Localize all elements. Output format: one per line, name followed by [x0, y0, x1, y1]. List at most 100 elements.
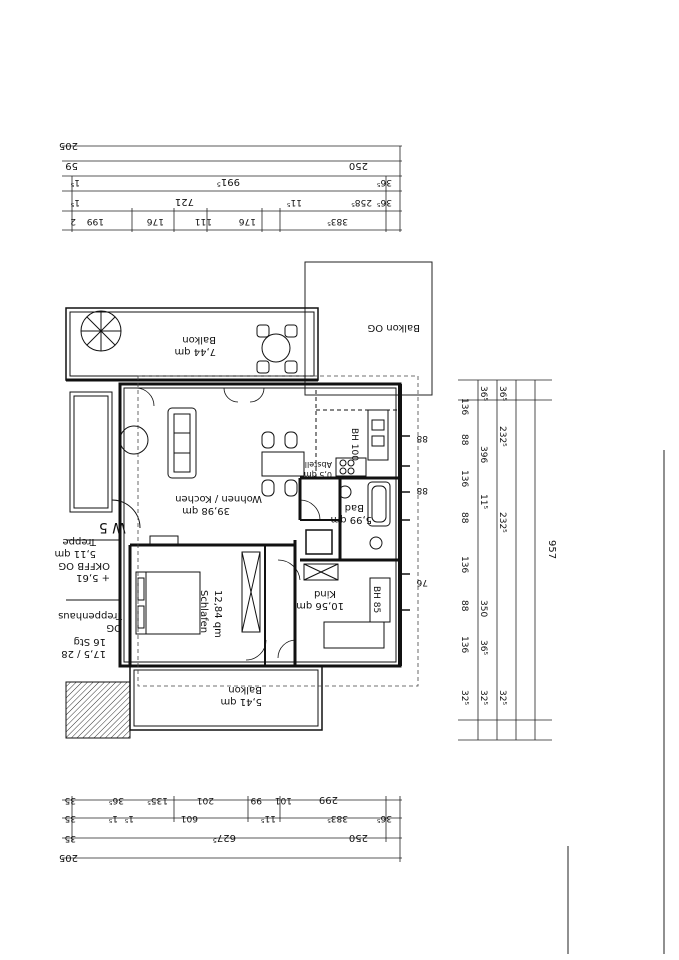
dim-right-col4-957: 957 [546, 540, 557, 560]
label-wohnen-area: 39,98 qm [182, 505, 230, 516]
dim-bottom-601: 601 [180, 813, 198, 823]
dim-bottom-115: 11⁵ [260, 813, 276, 823]
dim-top-15-a: 1⁵ [70, 177, 80, 187]
dim-top-2585: 258⁵ [351, 197, 372, 207]
dim-right-col1-136b: 136 [459, 470, 469, 488]
label-unit-w5: W 5 [98, 519, 126, 535]
dim-top-176-a: 176 [238, 216, 256, 226]
dim-right-col3-2325a: 232⁵ [497, 426, 507, 447]
dim-top-9915: 991⁵ [216, 176, 240, 187]
stairwell [66, 391, 141, 601]
dim-top-365-b: 36⁵ [376, 197, 392, 207]
top-balcony [65, 307, 319, 382]
dim-bottom-15-a: 1⁵ [124, 813, 134, 823]
dim-bottom-3835: 383⁵ [327, 813, 348, 823]
bed-icon [135, 571, 201, 635]
label-kind-area: 10,56 qm [296, 600, 344, 611]
dim-top-721: 721 [174, 196, 194, 207]
label-bh-100: BH 100 [349, 428, 359, 461]
label-opening-76: 76 [416, 577, 428, 587]
upper-floor-outline [137, 375, 419, 687]
dim-top-176-b: 176 [146, 216, 164, 226]
dim-bottom-15-b: 1⁵ [108, 813, 118, 823]
label-stair-ratio: 17,5 / 28 [61, 648, 106, 659]
dim-bottom-365-b: 36⁵ [376, 813, 392, 823]
kind-furniture [303, 563, 391, 649]
dim-bottom-99: 99 [250, 795, 262, 805]
label-abstell: Abstell [304, 460, 332, 469]
label-treppe-area: 5,11 qm [54, 548, 96, 559]
dim-right-col1-88a: 88 [459, 434, 469, 446]
dim-top-3835: 383⁵ [327, 216, 348, 226]
label-wohnen: Wohnen / Kochen [175, 493, 262, 504]
dim-bottom-205: 205 [58, 852, 78, 863]
label-stair-info: 16 Stg [73, 636, 106, 647]
bottom-balcony [129, 665, 323, 731]
label-bad-area: 5,99 qm [330, 514, 372, 525]
dim-bottom-6275: 627⁵ [212, 832, 236, 843]
parasol-icon [80, 310, 122, 352]
label-balkon-bottom: Balkon [228, 684, 262, 695]
dim-right-col1-325: 32⁵ [459, 690, 469, 706]
dim-bottom-250: 250 [348, 832, 368, 843]
dim-right-col1-136c: 136 [459, 556, 469, 574]
dining-table-icon [261, 431, 305, 497]
dim-top-59: 59 [65, 160, 78, 171]
dim-right-col2-350: 350 [478, 600, 488, 618]
dim-right-col2-365a: 36⁵ [478, 386, 488, 402]
dim-top-115: 11⁵ [286, 197, 302, 207]
kitchen-counter [335, 409, 389, 477]
label-treppenhaus-sub: OG [106, 622, 122, 633]
label-schlafen-area: 12,84 qm [212, 590, 223, 638]
right-dimension-chain [458, 379, 552, 741]
dim-right-col1-88b: 88 [459, 512, 469, 524]
label-balkon-top: Balkon [182, 334, 216, 345]
dim-bottom-35-a: 35 [64, 795, 76, 805]
toilet-icon [369, 536, 383, 550]
balkon-og-outline [304, 261, 433, 396]
coffee-table-icon [119, 425, 149, 455]
label-opening-88-b: 88 [416, 485, 428, 495]
label-okffb: OKFFB OG [58, 560, 110, 571]
dim-bottom-35-b: 35 [64, 813, 76, 823]
radiator [149, 535, 179, 545]
dim-bottom-201: 201 [196, 795, 214, 805]
label-kind: Kind [313, 588, 336, 599]
dim-top-365-a: 36⁵ [376, 177, 392, 187]
dim-right-col3-2325b: 232⁵ [497, 512, 507, 533]
interior-walls [128, 390, 400, 666]
dim-top-199: 199 [86, 216, 104, 226]
dim-right-col2-396: 396 [478, 446, 488, 464]
bottom-dimension-chain [62, 796, 402, 862]
stair-treads [65, 681, 131, 739]
label-bh-85: BH 85 [371, 586, 381, 614]
dim-top-205: 205 [58, 140, 78, 151]
label-balkon-top-area: 7,44 qm [174, 346, 216, 357]
dim-right-col3-365: 36⁵ [497, 386, 507, 402]
balcony-seating-icon [256, 324, 298, 374]
label-abstell-area: 0,5 qm [303, 470, 332, 479]
label-opening-88-a: 88 [416, 433, 428, 443]
dim-top-111: 111 [194, 216, 212, 226]
dim-right-col1-136a: 136 [459, 398, 469, 416]
top-dimension-chain [62, 145, 402, 232]
label-schlafen: Schlafen [198, 590, 209, 634]
wardrobe-icon [241, 551, 261, 633]
label-okffb-value: + 5,61 [76, 572, 110, 583]
bathtub-icon [367, 481, 391, 527]
dim-right-col2-365b: 36⁵ [478, 640, 488, 656]
washbasin-icon [338, 485, 352, 499]
sofa-icon [167, 407, 197, 479]
door-swings [135, 387, 321, 661]
dim-right-col2-115: 11⁵ [478, 494, 488, 510]
dim-bottom-365-a: 36⁵ [108, 795, 124, 805]
dim-right-col3-325: 32⁵ [497, 690, 507, 706]
dim-top-250: 250 [348, 160, 368, 171]
dim-right-col1-136d: 136 [459, 636, 469, 654]
label-treppenhaus: Treppenhaus [58, 610, 122, 621]
label-balkon-bottom-area: 5,41 qm [220, 696, 262, 707]
label-treppe: Treppe [62, 536, 96, 547]
dim-bottom-299: 299 [318, 794, 338, 805]
